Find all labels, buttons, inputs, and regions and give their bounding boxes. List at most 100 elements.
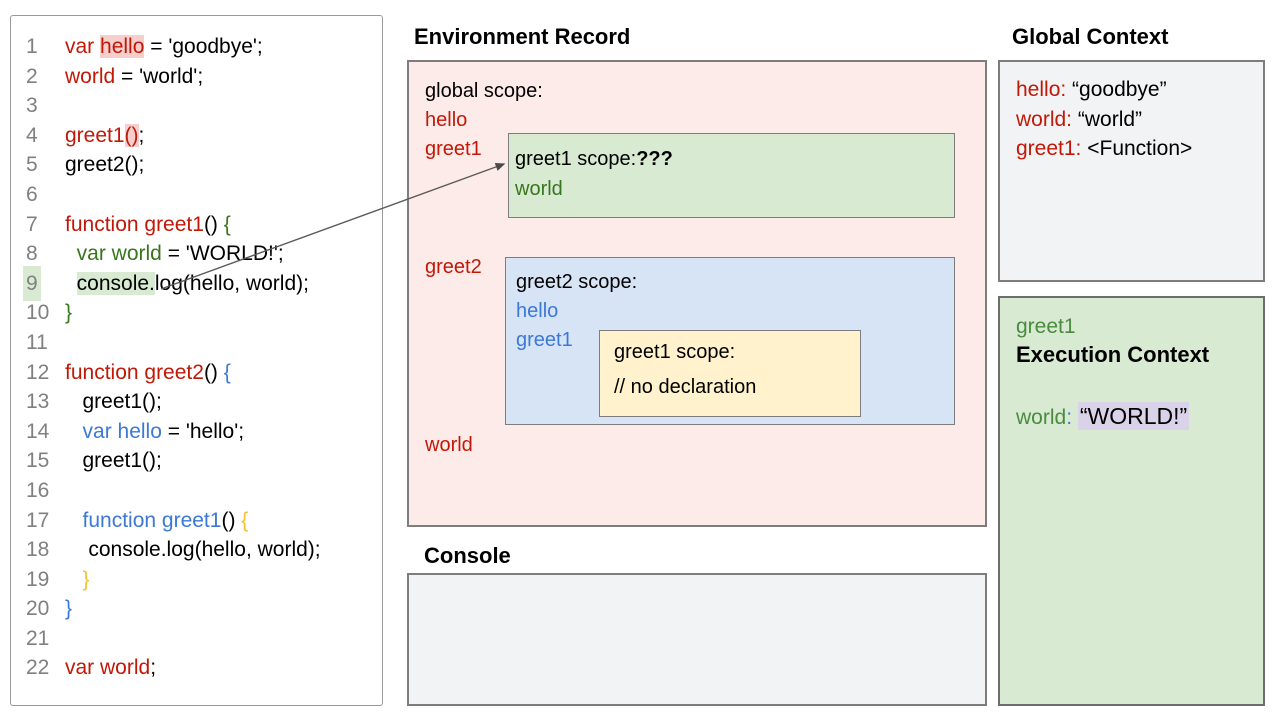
line-number-gutter: 1 bbox=[26, 32, 65, 62]
global-scope-box: global scope: hello greet1 greet2 world … bbox=[407, 60, 987, 527]
code-token bbox=[65, 272, 77, 295]
line-number: 11 bbox=[26, 330, 48, 354]
line-number: 4 bbox=[26, 123, 38, 147]
code-token: = 'world'; bbox=[115, 64, 204, 88]
code-token: var world bbox=[76, 242, 162, 266]
line-number-gutter: 12 bbox=[26, 358, 65, 388]
global-var-greet1: greet1 bbox=[425, 138, 482, 160]
inner-greet1-scope-box: greet1 scope: // no declaration bbox=[599, 330, 861, 417]
line-number: 6 bbox=[26, 182, 38, 206]
line-number-gutter: 7 bbox=[26, 210, 65, 240]
code-token: console.log(hello, world); bbox=[65, 538, 321, 562]
execution-context-function-name: greet1 bbox=[1016, 315, 1076, 338]
line-number: 9 bbox=[26, 268, 38, 299]
inner-greet1-scope-comment: // no declaration bbox=[614, 376, 757, 398]
entry-name: greet1: bbox=[1016, 137, 1082, 160]
code-token: greet1(); bbox=[65, 390, 162, 414]
code-token: { bbox=[241, 508, 249, 532]
code-token: greet1 bbox=[65, 123, 125, 147]
execution-context-var-world: world: “WORLD!” bbox=[1016, 402, 1190, 430]
code-token: { bbox=[223, 212, 231, 236]
greet2-scope-label: greet2 scope: bbox=[516, 271, 638, 293]
greet1-scope-question: ??? bbox=[636, 148, 673, 170]
line-number-gutter: 11 bbox=[26, 328, 65, 358]
line-number-gutter: 14 bbox=[26, 417, 65, 447]
line-number-gutter: 15 bbox=[26, 446, 65, 476]
greet1-scope-label: greet1 scope:??? bbox=[515, 148, 673, 171]
line-number: 21 bbox=[26, 626, 50, 650]
line-number-gutter: 3 bbox=[26, 91, 65, 121]
line-number: 15 bbox=[26, 449, 50, 473]
code-token: = 'WORLD!'; bbox=[161, 242, 284, 266]
line-number: 22 bbox=[26, 656, 50, 680]
greet2-scope-var-greet1: greet1 bbox=[516, 329, 573, 351]
code-token: greet1(); bbox=[65, 449, 162, 473]
entry-value: “goodbye” bbox=[1066, 78, 1167, 101]
line-number: 8 bbox=[26, 242, 38, 266]
code-token bbox=[65, 509, 83, 532]
code-token: world bbox=[65, 64, 116, 88]
global-var-hello: hello bbox=[425, 109, 468, 131]
var-value: “WORLD!” bbox=[1077, 402, 1190, 430]
line-number-gutter: 13 bbox=[26, 387, 65, 417]
code-token: } bbox=[65, 597, 73, 621]
greet2-scope-box: greet2 scope: hello greet1 greet1 scope:… bbox=[505, 257, 955, 425]
line-number: 3 bbox=[26, 94, 38, 118]
line-number: 16 bbox=[26, 478, 50, 502]
console-output-box bbox=[407, 573, 987, 706]
environment-record-heading: Environment Record bbox=[414, 24, 631, 49]
line-number-gutter: 22 bbox=[26, 653, 65, 683]
code-line-20: 20} bbox=[26, 594, 382, 624]
code-token: { bbox=[223, 360, 231, 384]
line-number: 12 bbox=[26, 360, 50, 384]
greet1-scope-var-world: world bbox=[515, 178, 563, 200]
line-number: 13 bbox=[26, 390, 50, 414]
greet1-scope-label-text: greet1 scope: bbox=[515, 148, 637, 170]
code-line-19: 19 } bbox=[26, 565, 382, 595]
code-token: log(hello, world); bbox=[154, 271, 309, 295]
code-line-3: 3 bbox=[26, 91, 382, 121]
execution-context-box: greet1 Execution Context world: “WORLD!” bbox=[998, 296, 1265, 706]
entry-value: “world” bbox=[1072, 107, 1143, 131]
line-number-gutter: 4 bbox=[26, 121, 65, 151]
code-line-21: 21 bbox=[26, 624, 382, 654]
code-line-13: 13 greet1(); bbox=[26, 387, 382, 417]
code-token: var hello bbox=[82, 419, 162, 443]
line-number-gutter: 9 bbox=[26, 268, 65, 299]
var-name: world bbox=[1016, 406, 1067, 429]
code-token bbox=[65, 568, 83, 591]
global-context-entry-greet1: greet1: <Function> bbox=[1016, 134, 1263, 164]
global-context-entry-world: world: “world” bbox=[1016, 105, 1263, 135]
global-context-box: hello: “goodbye” world: “world” greet1: … bbox=[998, 60, 1265, 282]
var-colon: : bbox=[1066, 406, 1073, 429]
line-number-gutter: 6 bbox=[26, 180, 65, 210]
code-token: console. bbox=[76, 271, 155, 295]
entry-name: hello: bbox=[1016, 78, 1067, 101]
line-number: 20 bbox=[26, 597, 50, 621]
greet2-scope-var-hello: hello bbox=[516, 300, 559, 322]
global-scope-label: global scope: bbox=[425, 80, 543, 102]
code-token bbox=[65, 420, 83, 443]
line-number: 1 bbox=[26, 35, 38, 58]
line-number-gutter: 2 bbox=[26, 62, 65, 92]
line-number: 19 bbox=[26, 567, 50, 591]
code-line-8: 8 var world = 'WORLD!'; bbox=[26, 239, 382, 269]
code-token: ; bbox=[150, 656, 157, 680]
code-token: function greet2 bbox=[65, 360, 204, 384]
code-line-6: 6 bbox=[26, 180, 382, 210]
code-token: function greet1 bbox=[65, 212, 204, 236]
code-token: () bbox=[124, 123, 139, 147]
line-number: 7 bbox=[26, 212, 38, 236]
code-line-9: 9 console.log(hello, world); bbox=[26, 268, 382, 299]
code-line-15: 15 greet1(); bbox=[26, 446, 382, 476]
code-token: = 'goodbye'; bbox=[144, 35, 263, 58]
code-token: function greet1 bbox=[82, 508, 222, 532]
